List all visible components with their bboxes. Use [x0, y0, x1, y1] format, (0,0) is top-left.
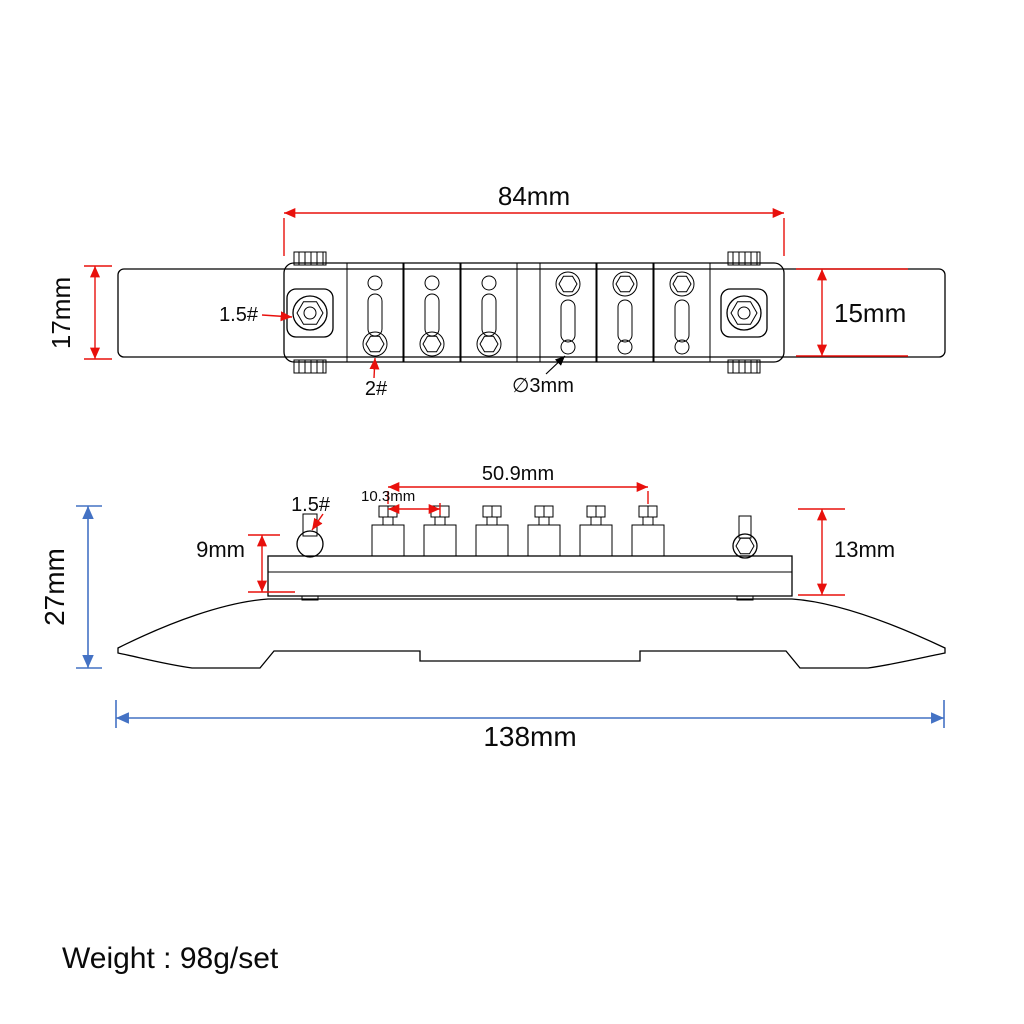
dimension-height-right-label: 15mm [834, 298, 906, 328]
hex-socket-icon [296, 301, 324, 325]
saddles-side-view [371, 505, 665, 557]
saddle-height-label: 13mm [834, 537, 895, 562]
dimension-width-label: 84mm [498, 181, 570, 211]
saddle-blocks-left [346, 262, 518, 363]
saddle [371, 505, 405, 557]
saddle-blocks-right [539, 262, 711, 363]
post-wrench-label-side: 1.5# [291, 494, 331, 516]
saddle [579, 505, 613, 557]
left-post-assembly [286, 251, 334, 374]
bridge-height-label: 9mm [196, 537, 245, 562]
saddle-block [596, 262, 654, 363]
saddle-span-label: 50.9mm [482, 463, 554, 485]
side-view-drawing [117, 505, 946, 669]
right-post-assembly [720, 251, 768, 374]
saddle-pitch-label: 10.3mm [361, 488, 415, 505]
saddle-block [653, 262, 711, 363]
knurl-lines-bottom [298, 360, 324, 373]
bridge-body-top-view [283, 262, 785, 363]
dimension-height-left-label: 17mm [46, 277, 76, 349]
bridge-base-side-view [117, 598, 946, 669]
post-wrench-label-top: 1.5# [219, 304, 259, 326]
right-post-side-view [732, 515, 758, 559]
hex-socket-icon [735, 537, 755, 555]
saddle [631, 505, 665, 557]
hole-diameter-label: ∅3mm [512, 375, 574, 397]
saddle-block [460, 262, 518, 363]
hex-socket-icon [730, 301, 758, 325]
saddle-block [403, 262, 461, 363]
bridge-bar-top-view [117, 268, 946, 358]
weight-label: Weight : 98g/set [62, 942, 279, 975]
saddle [527, 505, 561, 557]
side-view-dimensions: 50.9mm 10.3mm 1.5# 9mm 13mm 27mm 138mm [39, 463, 945, 752]
saddle-block [346, 262, 404, 363]
top-view-drawing [117, 251, 946, 374]
top-view-dimensions: 84mm 17mm 15mm 1.5# 2# ∅3mm [46, 181, 908, 400]
saddle-screw-label: 2# [365, 378, 388, 400]
overall-height-label: 27mm [39, 548, 70, 626]
saddle-block [539, 262, 597, 363]
bridge-body-side-view [267, 555, 793, 597]
saddle [475, 505, 509, 557]
knurl-lines-top [298, 252, 324, 265]
base-length-label: 138mm [483, 721, 576, 752]
